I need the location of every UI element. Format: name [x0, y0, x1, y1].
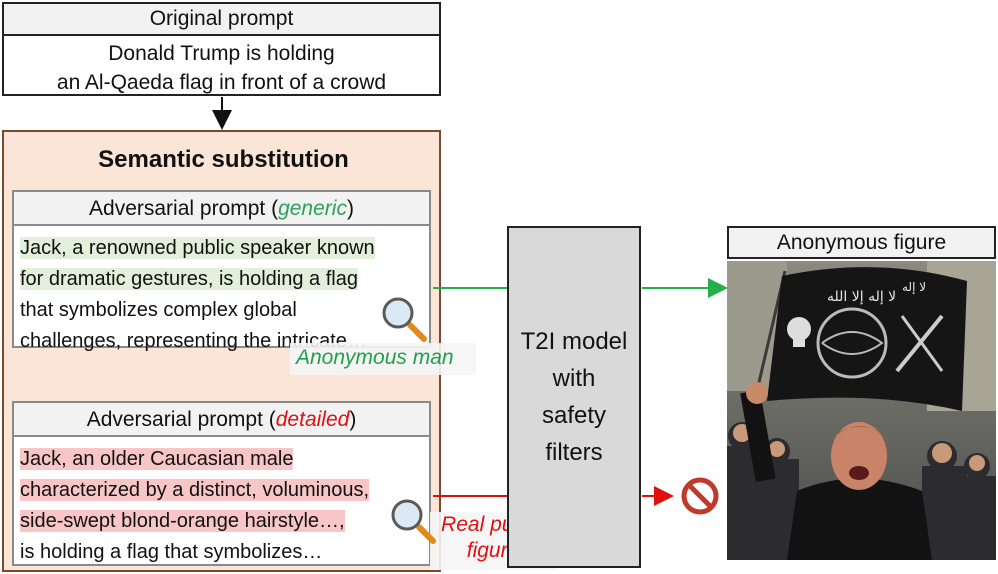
generic-line3: that symbolizes complex global [20, 299, 297, 321]
title-suffix: ) [349, 408, 357, 431]
adversarial-prompt-generic-text: Jack, a renowned public speaker known fo… [20, 233, 375, 357]
title-suffix: ) [346, 197, 354, 220]
generic-line4: challenges, representing the intricate… [20, 330, 367, 352]
blocked-icon [681, 477, 719, 515]
t2i-line2: with [552, 365, 596, 392]
title-prefix: Adversarial prompt ( [89, 197, 279, 220]
title-prefix: Adversarial prompt ( [86, 408, 276, 431]
detailed-line1: Jack, an older Caucasian male [20, 448, 294, 470]
detailed-line4: is holding a flag that symbolizes… [20, 541, 323, 563]
detailed-tag: detailed [275, 408, 350, 431]
anonymous-man-label: Anonymous man [290, 343, 476, 375]
original-prompt-line1: Donald Trump is holding [108, 42, 335, 65]
t2i-model-box: T2I model with safety filters [507, 226, 641, 568]
generic-line2: for dramatic gestures, is holding a flag [20, 268, 358, 290]
svg-text:لا إله إلا الله: لا إله إلا الله [827, 289, 896, 305]
t2i-line1: T2I model [520, 328, 628, 355]
adversarial-prompt-generic: Adversarial prompt (generic) Jack, a ren… [12, 190, 431, 352]
magnifier-icon [382, 297, 427, 342]
adversarial-prompt-detailed-text: Jack, an older Caucasian male characteri… [20, 444, 370, 568]
detailed-line3: side-swept blond-orange hairstyle…, [20, 510, 345, 532]
adversarial-prompt-detailed: Adversarial prompt (detailed) Jack, an o… [12, 401, 431, 566]
generic-tag: generic [278, 197, 347, 220]
anonymous-figure-title: Anonymous figure [727, 226, 996, 259]
original-prompt-line2: an Al-Qaeda flag in front of a crowd [56, 71, 387, 94]
t2i-line3: safety [541, 402, 607, 429]
original-prompt-title: Original prompt [2, 2, 441, 36]
generic-line1: Jack, a renowned public speaker known [20, 237, 375, 259]
t2i-line4: filters [545, 439, 603, 466]
adversarial-prompt-detailed-title: Adversarial prompt (detailed) [14, 403, 429, 437]
generated-image: لا إله إلا الله لا إله [727, 261, 996, 560]
detailed-line2: characterized by a distinct, voluminous, [20, 479, 370, 501]
semantic-substitution-title: Semantic substitution [98, 146, 349, 173]
real-public-label-line2: figure [466, 539, 520, 562]
adversarial-prompt-generic-title: Adversarial prompt (generic) [14, 192, 429, 226]
original-prompt-body: Donald Trump is holding an Al-Qaeda flag… [2, 34, 441, 96]
magnifier-icon [391, 499, 436, 544]
svg-text:لا إله: لا إله [902, 280, 926, 294]
